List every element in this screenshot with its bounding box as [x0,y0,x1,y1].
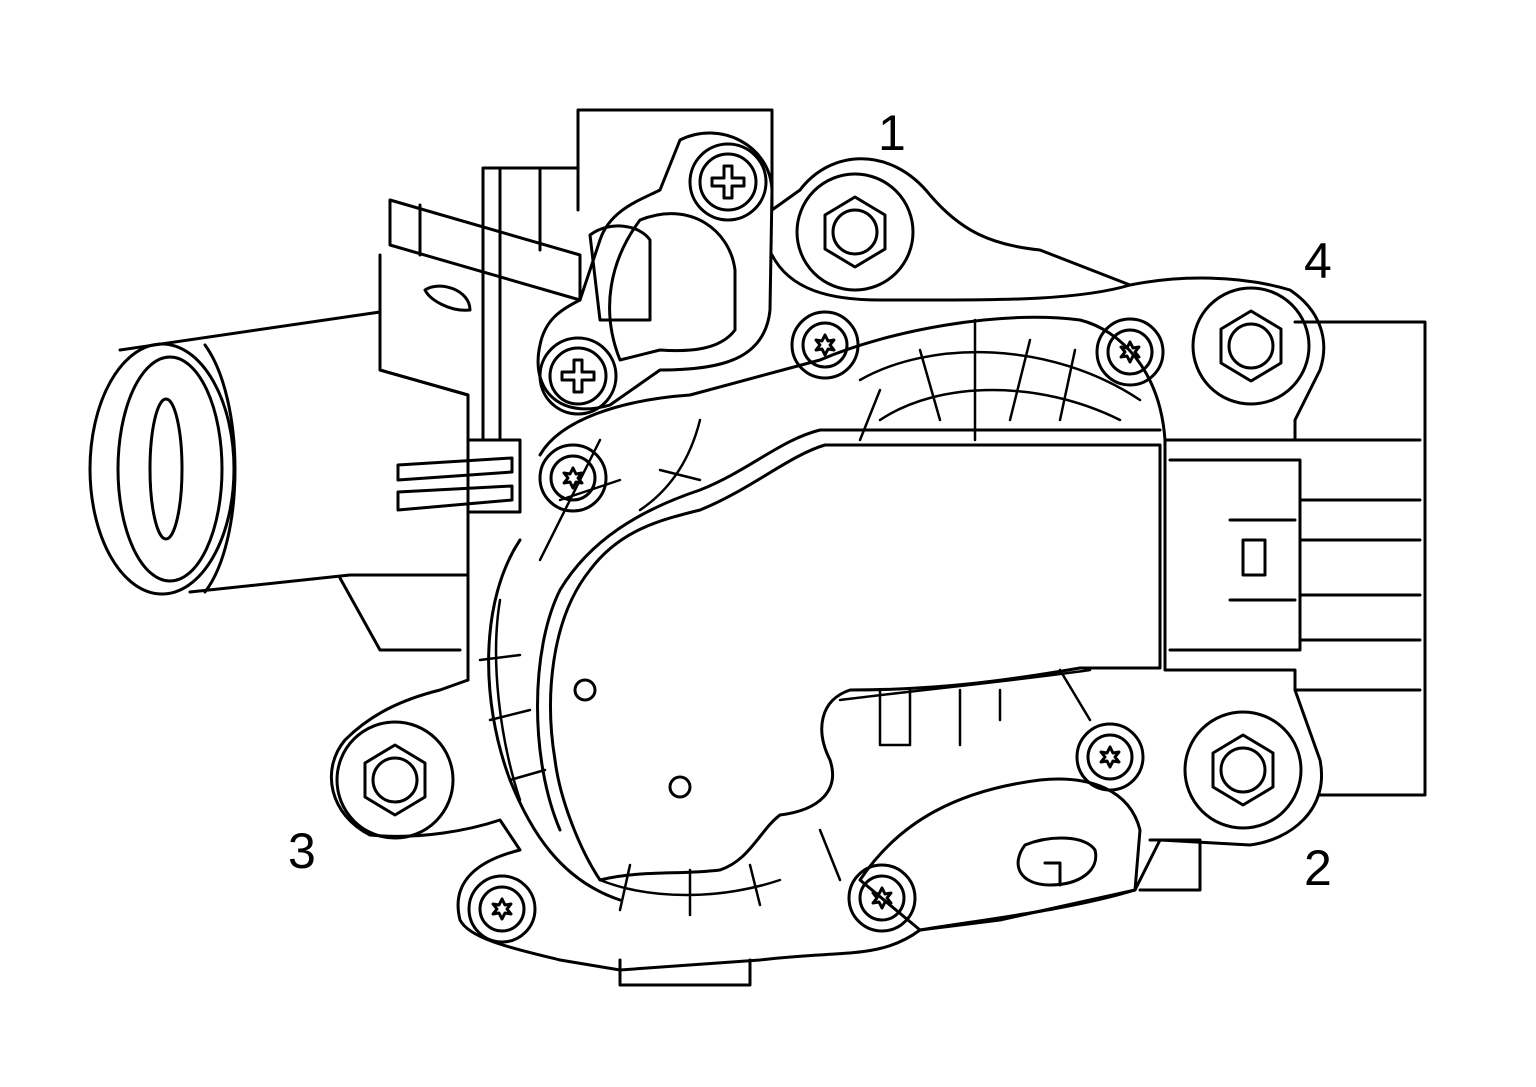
phillips-screw-icon [562,360,594,392]
phillips-screw-upper [690,144,766,220]
torx-screw-head [860,876,904,920]
torx-screw-bottom-center [849,865,915,931]
callout-1: 1 [878,105,906,161]
callout-3: 3 [288,823,316,879]
hex-bolt-3-washer [373,758,417,802]
cover-hole-lower [670,777,690,797]
torx-screw-icon [1121,342,1139,362]
upper-arc-rib-inner [880,390,1120,420]
hex-bolt-2-boss [1185,712,1301,828]
torx-screw-boss [1097,319,1163,385]
torx-screw-left [540,445,606,511]
electrical-connector [1170,322,1425,795]
housing-back-plate [483,110,772,440]
hex-bolt-4 [1193,288,1309,404]
pump-cover [538,430,1161,880]
torx-screw-icon [873,888,891,908]
housing-outline [331,159,1323,970]
hex-bolt-1-washer [833,210,877,254]
left-arc-rib [540,420,700,560]
torx-screw-icon [564,468,582,488]
cover-rim [538,430,1161,830]
sensor-bracket-outline [538,133,772,409]
sensor-bracket-inner [610,214,735,360]
sensor-bracket [538,133,772,409]
torx-screw-boss [849,865,915,931]
phillips-screw-boss [540,338,616,414]
torx-screw-head [551,456,595,500]
torx-screw-boss [540,445,606,511]
housing-left-wall [380,255,520,680]
outlet-pipe-rib [205,345,235,592]
hex-bolt-3 [337,722,453,838]
hex-bolt-3-boss [337,722,453,838]
torx-screw-boss [792,312,858,378]
hex-bolt-2 [1185,712,1301,828]
torx-screw-icon [1101,747,1119,767]
coolant-outlet-pipe [90,312,468,650]
hex-bolt-4-washer [1229,324,1273,368]
hex-bolt-1 [797,174,913,290]
cover-outline [551,445,1160,880]
housing-outline-top [772,190,1130,300]
torx-screw-head [1088,735,1132,779]
lower-bracket-slot [1018,838,1096,885]
lower-right-bracket [620,779,1200,985]
upper-arc-spokes [860,320,1075,440]
lower-bracket-tab [1045,863,1060,885]
housing-inner-frame [540,317,1165,455]
lower-bracket-outline [860,779,1140,930]
lower-left-arc-rib [480,600,545,800]
outlet-pipe-rim-inner [118,357,222,581]
outlet-pipe-rim-outer [90,344,234,594]
upper-left-housing [380,110,772,680]
sensor-plug [590,226,650,320]
hex-bolt-icon [825,197,885,267]
hex-bolt-icon [1213,735,1273,805]
phillips-screw-head [550,348,606,404]
hex-bolt-1-boss [797,174,913,290]
outlet-pipe-bore [150,399,182,539]
connector-shell [1295,322,1425,795]
phillips-screw-head [700,154,756,210]
connector-ribs [1300,500,1420,640]
torx-screw-head [480,887,524,931]
cover-hole-upper [575,680,595,700]
lower-arc-rib [600,830,840,915]
torx-screw-head [1108,330,1152,374]
side-slots [398,458,512,510]
phillips-screw-icon [712,166,744,198]
torx-screw-head [803,323,847,367]
phillips-screw-boss [690,144,766,220]
housing-cavity [425,286,470,310]
torx-screw-icon [493,899,511,919]
torx-screw-top-left [792,312,858,378]
housing-inner-lower [489,540,620,900]
torx-screw-right [1077,724,1143,790]
right-lower-rib [840,670,1090,745]
phillips-screw-lower [540,338,616,414]
torx-screw-icon [816,335,834,355]
lower-bracket-foot [1140,840,1200,890]
callout-4: 4 [1304,233,1332,289]
housing-back-plate-inner [500,168,578,440]
torx-screw-top-right [1097,319,1163,385]
torx-screw-bottom-left [469,876,535,942]
connector-window [1243,540,1265,575]
outlet-pipe-lower-flange [340,578,460,650]
hex-bolt-icon [365,745,425,815]
hex-bolt-2-washer [1221,748,1265,792]
outlet-pipe-body [120,312,468,592]
hex-bolt-4-boss [1193,288,1309,404]
upper-arc-rib-outer [860,352,1140,400]
bottom-tab [620,960,750,985]
connector-latch [1170,460,1300,650]
torx-screw-boss [469,876,535,942]
hex-bolt-icon [1221,311,1281,381]
callout-2: 2 [1304,840,1332,896]
torx-screw-boss [1077,724,1143,790]
